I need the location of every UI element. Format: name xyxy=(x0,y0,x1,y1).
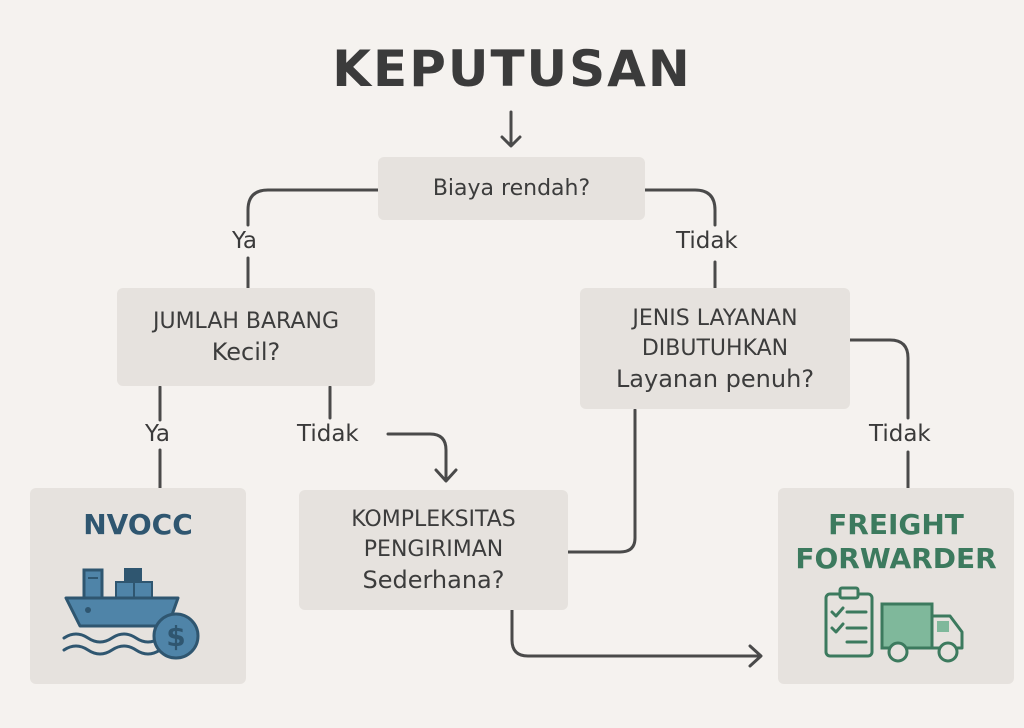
question-text: Sederhana? xyxy=(362,566,505,594)
line-q3-to-ff xyxy=(848,338,910,420)
line-q3-to-q4 xyxy=(566,408,637,554)
outcome-title: NVOCC xyxy=(83,508,193,541)
clipboard-truck-icon xyxy=(824,586,964,663)
question-text: KOMPLEKSITAS xyxy=(351,507,516,532)
line-q1-to-q3 xyxy=(643,188,717,227)
page-title: KEPUTUSAN xyxy=(332,40,692,98)
question-biaya-rendah: Biaya rendah? xyxy=(378,157,645,220)
branch-label-tidak: Tidak xyxy=(297,421,359,447)
question-text: Layanan penuh? xyxy=(615,364,815,393)
outcome-title: FORWARDER xyxy=(795,542,997,575)
cargo-ship-icon: $ xyxy=(62,568,200,660)
branch-label-ya: Ya xyxy=(145,421,170,447)
line-q1-to-q2 xyxy=(246,188,380,227)
branch-label-tidak: Tidak xyxy=(676,228,738,254)
question-text: JENIS LAYANAN xyxy=(632,305,798,331)
question-text: Kecil? xyxy=(211,338,281,366)
arrow-q4-to-ff xyxy=(510,608,762,658)
arrow-tidak-to-q4 xyxy=(386,432,448,482)
question-jenis-layanan: JENIS LAYANAN DIBUTUHKAN Layanan penuh? xyxy=(580,288,850,409)
outcome-title: FREIGHT xyxy=(828,508,964,541)
question-text: JUMLAH BARANG xyxy=(152,309,339,334)
outcome-nvocc: NVOCC $ xyxy=(30,488,246,684)
outcome-freight-forwarder: FREIGHT FORWARDER xyxy=(778,488,1014,684)
question-kompleksitas: KOMPLEKSITAS PENGIRIMAN Sederhana? xyxy=(299,490,568,610)
question-text: DIBUTUHKAN xyxy=(641,335,789,361)
branch-label-ya: Ya xyxy=(232,228,257,254)
branch-label-tidak: Tidak xyxy=(869,421,931,447)
question-jumlah-barang: JUMLAH BARANG Kecil? xyxy=(117,288,375,386)
svg-text:$: $ xyxy=(166,620,185,653)
question-text: PENGIRIMAN xyxy=(363,537,504,562)
question-text: Biaya rendah? xyxy=(432,175,591,201)
dollar-coin-icon xyxy=(152,612,200,660)
